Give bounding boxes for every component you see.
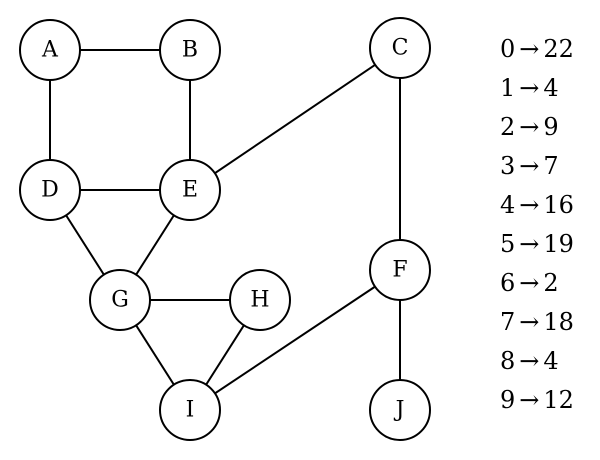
node-d: D	[19, 159, 81, 221]
mapping-row: 1→4	[500, 69, 574, 108]
edge-c-e	[189, 47, 401, 191]
node-label: A	[41, 38, 59, 63]
arrow-icon: →	[519, 191, 540, 219]
arrow-icon: →	[519, 308, 540, 336]
node-label: F	[392, 258, 407, 283]
mapping-key: 9	[500, 386, 516, 414]
node-circle	[89, 269, 151, 331]
node-circle	[19, 19, 81, 81]
mapping-row: 6→2	[500, 264, 574, 303]
mapping-key: 6	[500, 269, 516, 297]
mapping-key: 4	[500, 191, 516, 219]
mapping-value: 16	[543, 191, 574, 219]
node-i: I	[159, 379, 221, 441]
node-label: B	[182, 38, 198, 63]
mapping-value: 12	[543, 386, 574, 414]
node-circle	[159, 379, 221, 441]
node-label: C	[392, 36, 409, 61]
mapping-row: 0→22	[500, 30, 574, 69]
node-label: E	[182, 178, 198, 203]
arrow-icon: →	[519, 74, 540, 102]
mapping-value: 7	[543, 152, 559, 180]
node-label: J	[394, 398, 405, 423]
mapping-key: 1	[500, 74, 516, 102]
graph-diagram: A B C D E F G H I J	[19, 17, 431, 441]
mapping-value: 2	[543, 269, 559, 297]
mapping-value: 9	[543, 113, 559, 141]
node-label: G	[111, 288, 129, 313]
node-j: J	[369, 379, 431, 441]
arrow-icon: →	[519, 152, 540, 180]
node-circle	[369, 239, 431, 301]
mapping-key: 5	[500, 230, 516, 258]
node-h: H	[229, 269, 291, 331]
node-e: E	[159, 159, 221, 221]
graph-edges	[49, 47, 401, 411]
mapping-row: 9→12	[500, 381, 574, 420]
mapping-value: 4	[543, 74, 559, 102]
arrow-icon: →	[519, 230, 540, 258]
mapping-key: 2	[500, 113, 516, 141]
arrow-icon: →	[519, 269, 540, 297]
node-circle	[369, 17, 431, 79]
node-label: H	[250, 288, 269, 313]
graph-nodes: A B C D E F G H I J	[19, 17, 431, 441]
arrow-icon: →	[519, 113, 540, 141]
arrow-icon: →	[519, 35, 540, 63]
mapping-key: 0	[500, 35, 516, 63]
node-circle	[19, 159, 81, 221]
node-f: F	[369, 239, 431, 301]
mapping-row: 8→4	[500, 342, 574, 381]
mapping-row: 7→18	[500, 303, 574, 342]
mapping-value: 4	[543, 347, 559, 375]
node-circle	[159, 19, 221, 81]
node-circle	[369, 379, 431, 441]
mapping-list: 0→22 1→4 2→9 3→7 4→16 5→19 6→2 7→18 8→4 …	[500, 30, 574, 420]
node-c: C	[369, 17, 431, 79]
node-label: I	[186, 398, 195, 423]
node-label: D	[41, 178, 59, 203]
node-g: G	[89, 269, 151, 331]
node-circle	[229, 269, 291, 331]
mapping-key: 3	[500, 152, 516, 180]
edge-f-i	[189, 269, 401, 411]
arrow-icon: →	[519, 386, 540, 414]
node-a: A	[19, 19, 81, 81]
mapping-row: 4→16	[500, 186, 574, 225]
node-circle	[159, 159, 221, 221]
mapping-row: 2→9	[500, 108, 574, 147]
mapping-row: 5→19	[500, 225, 574, 264]
mapping-value: 22	[543, 35, 574, 63]
mapping-row: 3→7	[500, 147, 574, 186]
mapping-value: 18	[543, 308, 574, 336]
node-b: B	[159, 19, 221, 81]
mapping-value: 19	[543, 230, 574, 258]
mapping-key: 8	[500, 347, 516, 375]
arrow-icon: →	[519, 347, 540, 375]
mapping-key: 7	[500, 308, 516, 336]
